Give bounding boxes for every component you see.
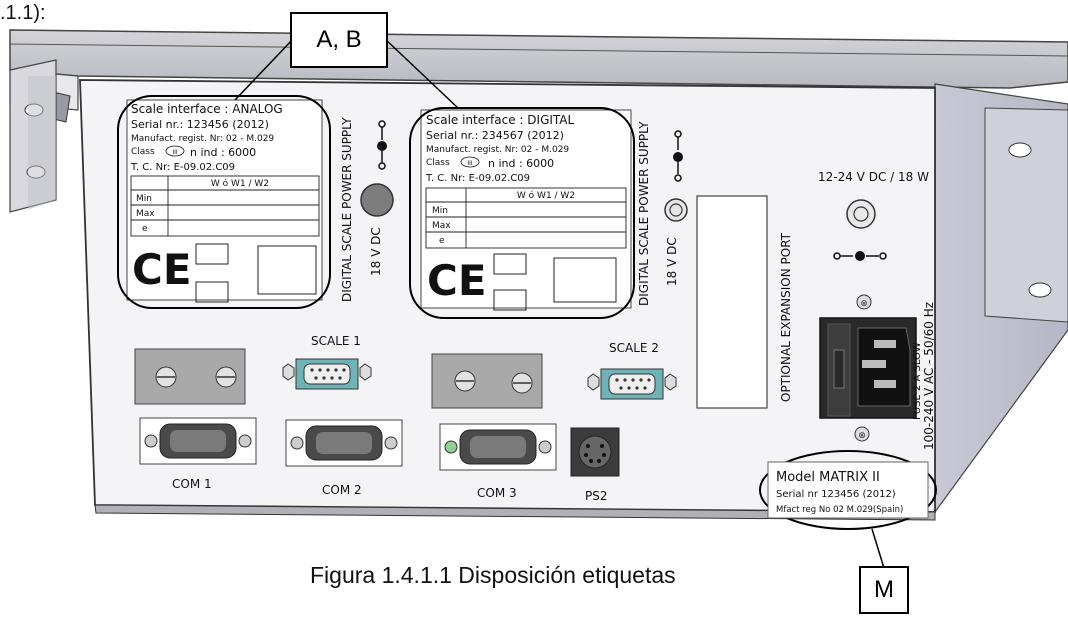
dc-polarity-icon-2 [673, 130, 683, 182]
com-1-label: COM 1 [172, 477, 212, 491]
svg-text:⊗: ⊗ [860, 299, 868, 309]
model-label-mfact: Mfact reg No 02 M.029(Spain) [776, 505, 903, 515]
label-analog-row-min: Min [136, 194, 152, 204]
power-supply-1: DIGITAL SCALE POWER SUPPLY 18 V DC [340, 117, 394, 302]
label-digital-nind: n ind : 6000 [488, 157, 554, 170]
model-label-model: Model MATRIX II [776, 470, 880, 485]
expansion-port-label: OPTIONAL EXPANSION PORT [779, 232, 793, 402]
power-supply-1-label: DIGITAL SCALE POWER SUPPLY [340, 117, 354, 302]
dc-polarity-icon-1 [377, 120, 387, 170]
label-digital-class-mark: III [467, 160, 473, 167]
label-digital-tc: T. C. Nr: E-09.02.C09 [425, 173, 530, 184]
label-analog-table: W ó W1 / W2 Min Max e [130, 175, 320, 237]
leader-line-b [383, 37, 459, 109]
label-analog-nind: n ind : 6000 [190, 146, 256, 159]
scale-2-label: SCALE 2 [609, 341, 659, 355]
right-side-plate [934, 83, 1068, 514]
power-supply-2: DIGITAL SCALE POWER SUPPLY 18 V DC [637, 121, 688, 306]
label-analog-tc: T. C. Nr: E-09.02.C09 [130, 162, 235, 173]
com-2-port: COM 2 [285, 419, 403, 497]
label-analog-serial: Serial nr.: 123456 (2012) [131, 118, 269, 131]
label-digital-col-header: W ó W1 / W2 [517, 190, 575, 201]
power-supply-1-voltage: 18 V DC [369, 227, 383, 276]
label-digital-row-e: e [439, 236, 445, 246]
label-analog-class: Class [131, 147, 155, 157]
blank-plate-1 [134, 348, 246, 405]
ac-power-inlet: ⊗ ⊗ 100-240 V AC - 50/60 Hz FUSE 2 A SLO… [819, 294, 936, 450]
com-1-port: COM 1 [139, 417, 257, 491]
com-2-label: COM 2 [322, 483, 362, 497]
callout-outline-analog [117, 95, 331, 309]
callout-m: M [859, 566, 909, 614]
ac-input-label: 100-240 V AC - 50/60 Hz [922, 302, 936, 450]
label-analog-row-e: e [142, 224, 148, 234]
leader-line-m [871, 528, 885, 569]
scale-1-label: SCALE 1 [311, 334, 361, 348]
label-digital-interface: Scale interface : DIGITAL [426, 113, 575, 127]
scale-2-port: SCALE 2 [587, 341, 677, 400]
label-digital-manufact: Manufact. regist. Nr: 02 - M.029 [426, 145, 569, 155]
power-supply-2-socket [664, 198, 688, 222]
ps2-port: PS2 [570, 427, 620, 503]
model-label-serial: Serial nr 123456 (2012) [776, 489, 896, 500]
label-analog-ce-mark: CE [132, 245, 192, 294]
label-digital-ce-mark: CE [427, 256, 487, 305]
expansion-port: OPTIONAL EXPANSION PORT [696, 195, 793, 409]
label-analog-manufact: Manufact. regist. Nr: 02 - M.029 [131, 134, 274, 144]
dc-polarity-icon-3 [833, 251, 887, 261]
label-digital-serial: Serial nr.: 234567 (2012) [426, 129, 564, 142]
label-analog-col-header: W ó W1 / W2 [211, 178, 269, 189]
power-supply-2-voltage: 18 V DC [665, 237, 679, 286]
label-digital-class: Class [426, 158, 450, 168]
label-analog-row-max: Max [136, 209, 155, 219]
ps2-label: PS2 [585, 489, 608, 503]
figure-caption: Figura 1.4.1.1 Disposición etiquetas [310, 562, 676, 588]
blank-plate-2 [431, 353, 543, 409]
model-label: Model MATRIX II Serial nr 123456 (2012) … [767, 461, 929, 519]
power-supply-2-label: DIGITAL SCALE POWER SUPPLY [637, 121, 651, 306]
left-bracket [9, 59, 57, 213]
svg-text:⊗: ⊗ [858, 431, 866, 441]
label-digital-row-max: Max [432, 221, 451, 231]
callout-ab: A, B [290, 12, 388, 68]
dc-input-label: 12-24 V DC / 18 W [818, 170, 929, 184]
label-digital-table: W ó W1 / W2 Min Max e [425, 187, 627, 249]
leader-line-a [234, 37, 295, 101]
label-digital-row-min: Min [432, 206, 448, 216]
callout-outline-model [759, 450, 937, 530]
com-3-label: COM 3 [477, 486, 517, 500]
dc-input: 12-24 V DC / 18 W [818, 170, 929, 261]
callout-outline-digital [409, 107, 635, 319]
label-analog-interface: Scale interface : ANALOG [131, 102, 283, 116]
label-analog-class-mark: III [172, 149, 178, 156]
com-3-port: COM 3 [439, 423, 557, 500]
label-digital: Scale interface : DIGITAL Serial nr.: 23… [420, 109, 632, 311]
scale-1-port: SCALE 1 [282, 334, 372, 390]
fuse-label: FUSE 2 A SLOW [912, 342, 923, 420]
label-analog: Scale interface : ANALOG Serial nr.: 123… [126, 99, 323, 303]
power-supply-1-socket [360, 183, 394, 217]
header-fragment: .1.1): [0, 2, 46, 24]
